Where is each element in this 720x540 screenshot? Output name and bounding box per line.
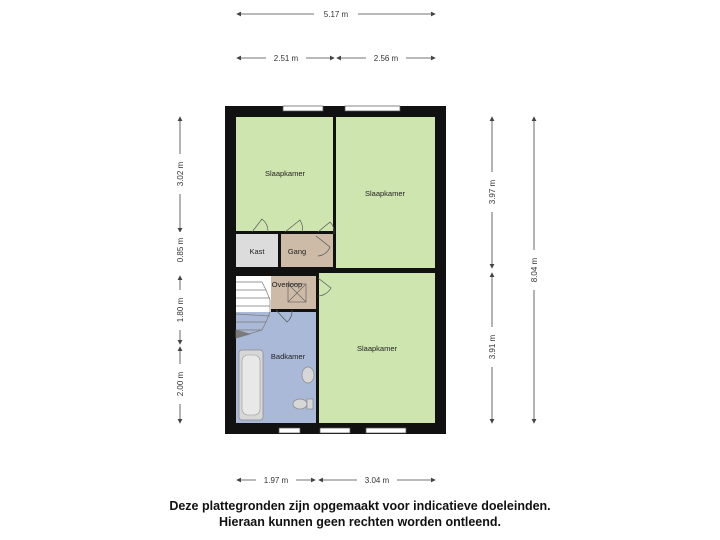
room-landing — [271, 276, 316, 309]
door-closet — [315, 235, 331, 257]
door-hall-bedroom — [284, 219, 303, 233]
dimension-right-1: 3.97 m — [486, 116, 498, 269]
sink — [301, 366, 315, 384]
room-hall — [281, 234, 333, 267]
dimension-total-width: 5.17 m — [236, 8, 436, 20]
door-bedroom-bottom-right — [317, 277, 332, 297]
toilet — [292, 398, 308, 410]
svg-text:8.04 m: 8.04 m — [530, 257, 539, 282]
interior-wall — [236, 267, 316, 276]
toilet-tank — [306, 398, 314, 410]
dimension-bottom-left-width: 1.97 m — [236, 474, 316, 486]
label-landing: Overloop — [272, 280, 302, 289]
svg-text:0.85 m: 0.85 m — [176, 237, 185, 262]
window-bottom-right-2 — [365, 427, 407, 434]
svg-text:2.51 m: 2.51 m — [274, 54, 299, 63]
staircase — [235, 281, 271, 339]
room-bedroom-bottom-right — [319, 273, 435, 423]
label-bathroom: Badkamer — [271, 352, 306, 361]
dimension-right-2: 3.91 m — [486, 272, 498, 424]
landing-hatch — [287, 283, 307, 303]
label-bedroom-top-left: Slaapkamer — [265, 169, 306, 178]
window-bottom-bath — [278, 427, 301, 434]
room-bedroom-top-left — [236, 117, 333, 231]
room-closet — [236, 234, 278, 267]
svg-text:3.91 m: 3.91 m — [488, 334, 497, 359]
svg-text:3.04 m: 3.04 m — [365, 476, 390, 485]
svg-text:3.02 m: 3.02 m — [176, 161, 185, 186]
disclaimer-line-2: Hieraan kunnen geen rechten worden ontle… — [219, 515, 501, 529]
dimension-top-left-width: 2.51 m — [236, 52, 335, 64]
door-bedroom-top-left — [251, 218, 269, 233]
svg-text:3.97 m: 3.97 m — [488, 179, 497, 204]
dimension-left-4: 2.00 m — [174, 346, 186, 424]
svg-text:2.56 m: 2.56 m — [374, 54, 399, 63]
svg-text:2.00 m: 2.00 m — [176, 371, 185, 396]
label-bedroom-top-right: Slaapkamer — [365, 189, 406, 198]
label-hall: Gang — [288, 247, 306, 256]
label-closet: Kast — [249, 247, 265, 256]
svg-text:1.97 m: 1.97 m — [264, 476, 289, 485]
dimension-left-3: 1.80 m — [174, 275, 186, 345]
svg-text:1.80 m: 1.80 m — [176, 297, 185, 322]
bathtub-inner — [241, 354, 261, 416]
disclaimer-line-1: Deze plattegronden zijn opgemaakt voor i… — [169, 499, 551, 513]
door-bedroom-top-right — [317, 221, 335, 235]
window-top-right — [344, 105, 401, 112]
door-bathroom — [275, 309, 293, 323]
dimension-top-right-width: 2.56 m — [336, 52, 436, 64]
window-top-left — [282, 105, 324, 112]
svg-text:5.17 m: 5.17 m — [324, 10, 349, 19]
room-bedroom-top-right — [336, 117, 435, 268]
window-bottom-right-1 — [319, 427, 351, 434]
dimension-left-1: 3.02 m — [174, 116, 186, 233]
dimension-left-2: 0.85 m — [174, 232, 186, 268]
dimension-right-total: 8.04 m — [528, 116, 540, 424]
dimension-bottom-right-width: 3.04 m — [318, 474, 436, 486]
interior-wall — [316, 268, 319, 423]
disclaimer: Deze plattegronden zijn opgemaakt voor i… — [0, 498, 720, 530]
label-bedroom-bottom-right: Slaapkamer — [357, 344, 398, 353]
